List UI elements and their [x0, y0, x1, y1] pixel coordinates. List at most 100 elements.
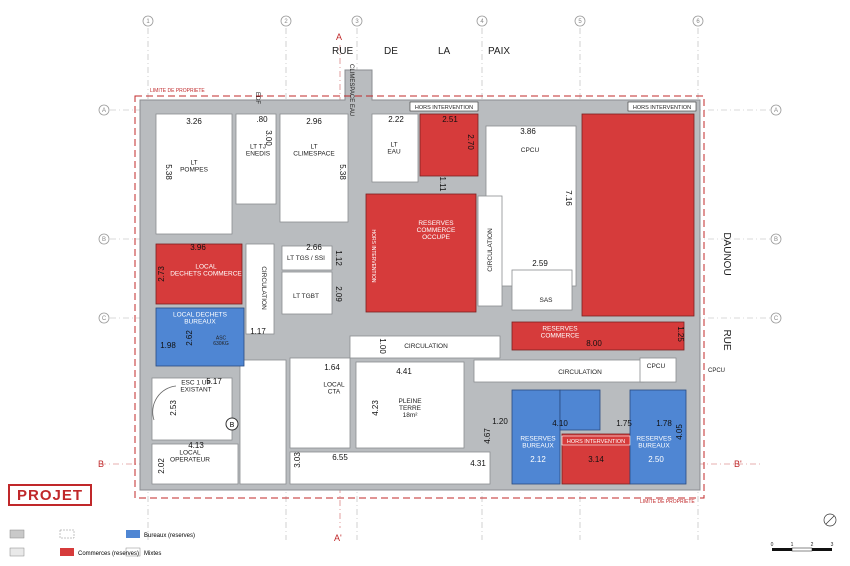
dim-117: 1.17: [250, 327, 266, 336]
cpcu-side-label: CPCU: [708, 368, 725, 374]
dim-266: 2.66: [306, 243, 322, 252]
section-b-right: B': [734, 459, 742, 469]
zone-reserves-bureaux-2: [629, 389, 687, 485]
dim-125: 1.25: [676, 326, 685, 342]
limite-bottom: LIMITE DE PROPRIETE: [640, 499, 695, 505]
scale-3: 3: [831, 542, 834, 548]
dim-212: 2.12: [530, 455, 546, 464]
label-sas: SAS: [539, 297, 553, 304]
legend-mixtes: Mixtes: [144, 551, 161, 557]
section-b-marker-label: B: [230, 422, 235, 429]
room-corridor-mid: [289, 451, 491, 485]
label-lt-tgs-ssi: LT TGS / SSI: [287, 255, 325, 262]
projet-label: PROJET: [8, 484, 92, 506]
room-circulation-v1: [245, 243, 275, 335]
grid-col-1: 1: [146, 19, 150, 25]
grid-row-c: C: [102, 316, 107, 322]
dim-326: 3.26: [186, 117, 202, 126]
dim-259: 2.59: [532, 259, 548, 268]
zone-reserves-bureaux-1: [511, 389, 561, 485]
stair-arc: [152, 385, 177, 421]
legend: Bureaux (reserves) Commerces (reserves) …: [9, 529, 195, 557]
label-circulation-h1: CIRCULATION: [404, 343, 448, 350]
dim-251: 2.51: [442, 115, 458, 124]
section-b-left: B: [98, 459, 104, 469]
room-sas: [511, 269, 573, 311]
dim-080: .80: [256, 115, 268, 124]
zone-commerce-251: [419, 113, 479, 177]
hors-intervention-4: HORS INTERVENTION: [370, 230, 376, 283]
north-arrow-icon: [823, 513, 837, 527]
room-local-cta: [289, 357, 351, 449]
dim-655: 6.55: [332, 453, 348, 462]
dim-423: 4.23: [371, 400, 380, 416]
label-circulation-v1: CIRCULATION: [260, 266, 267, 310]
room-lt-tgs-ssi: [281, 245, 333, 271]
room-pleine-terre: [355, 361, 465, 449]
grid-col-5: 5: [578, 19, 582, 25]
dim-120: 1.20: [492, 417, 508, 426]
limite-top: LIMITE DE PROPRIETE: [150, 88, 205, 94]
grid-col-6: 6: [696, 19, 700, 25]
zone-dechets-bureaux: [155, 307, 245, 367]
dim-296: 2.96: [306, 117, 322, 126]
room-circulation-v2: [477, 195, 503, 307]
hors-intervention-2: HORS INTERVENTION: [633, 105, 691, 111]
street-right-daunou: DAUNOU: [721, 232, 732, 275]
room-lt-eau: [371, 113, 419, 183]
legend-bureaux: Bureaux (reserves): [144, 533, 195, 539]
dim-262: 2.62: [185, 330, 194, 346]
grid-row-c-right: C: [774, 316, 779, 322]
dim-253: 2.53: [169, 400, 178, 416]
dim-178: 1.78: [656, 419, 672, 428]
grid-col-3: 3: [355, 19, 359, 25]
dim-800: 8.00: [586, 339, 602, 348]
dim-303: 3.03: [293, 452, 302, 468]
dim-222: 2.22: [388, 115, 404, 124]
zone-reserves-commerce-occupe: [365, 193, 477, 313]
label-cpcu: CPCU: [521, 147, 540, 154]
street-right-rue: RUE: [721, 329, 732, 350]
dim-410: 4.10: [552, 419, 568, 428]
legend-commerces: Commerces (reserves): [78, 551, 139, 557]
grid-row-b: B: [102, 237, 106, 243]
room-corridor-left: [239, 359, 287, 485]
room-lt-climespace: [279, 113, 349, 223]
dim-100: 1.00: [378, 338, 387, 354]
dim-300: 3.00: [264, 130, 273, 146]
dim-270: 2.70: [466, 134, 475, 150]
section-b-marker: [225, 417, 239, 431]
street-top-rue: RUE: [332, 46, 353, 57]
grid-col-4: 4: [480, 19, 484, 25]
hors-intervention-3: HORS INTERVENTION: [567, 439, 625, 445]
dim-467: 4.67: [483, 428, 492, 444]
room-cpcu-box: [639, 357, 677, 383]
dim-111: 1.11: [438, 177, 447, 193]
dim-396: 3.96: [190, 243, 206, 252]
scale-0: 0: [771, 542, 774, 548]
grid-row-b-right: B: [774, 237, 778, 243]
dim-202: 2.02: [157, 458, 166, 474]
room-lt-tj-enedis: [235, 113, 277, 205]
grid-row-a: A: [102, 108, 106, 114]
scale-1: 1: [791, 542, 794, 548]
zone-reserves-commerce: [511, 321, 685, 351]
dim-273: 2.73: [157, 266, 166, 282]
section-a-top: A: [336, 32, 342, 42]
zone-commerce-right: [581, 113, 695, 317]
street-top-la: LA: [438, 46, 451, 57]
